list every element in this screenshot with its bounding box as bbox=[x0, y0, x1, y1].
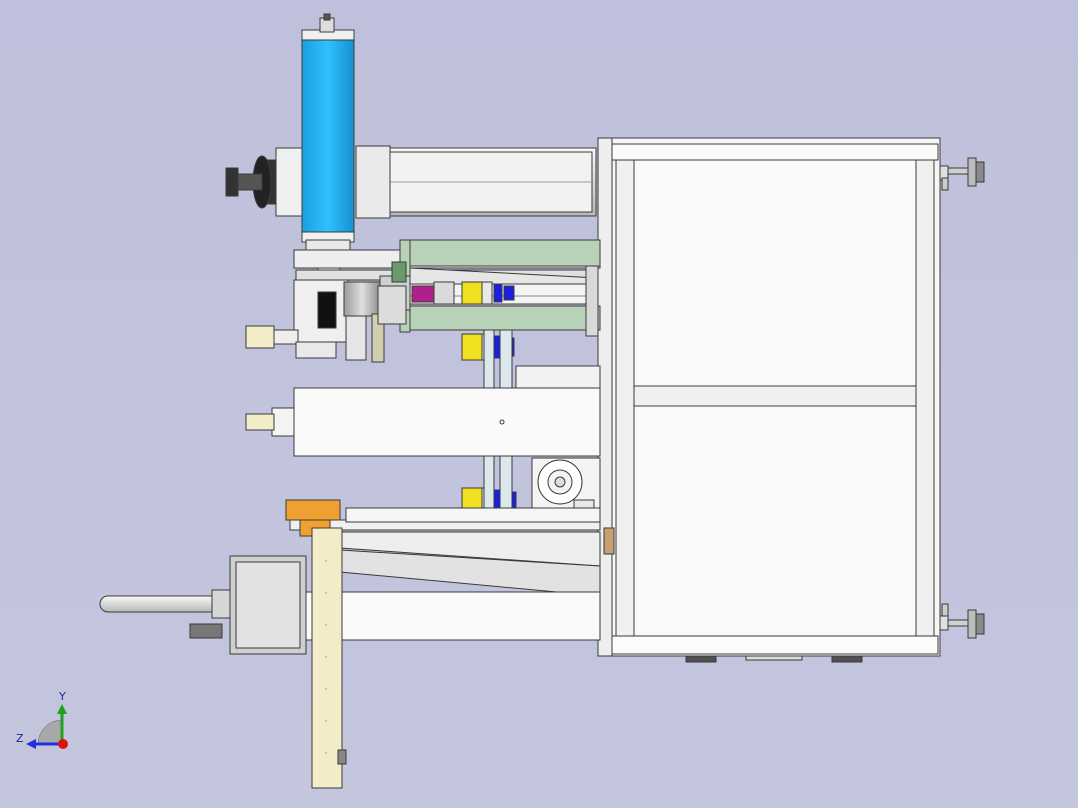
orange-block bbox=[285, 499, 341, 521]
roller-set-upper bbox=[461, 281, 515, 305]
triad-z-label: Z bbox=[16, 732, 24, 745]
leveling-foot-top bbox=[939, 157, 985, 191]
cabinet-panel-upper bbox=[633, 159, 917, 387]
blue-cylinder bbox=[301, 29, 355, 241]
top-arm-assembly bbox=[225, 13, 597, 277]
long-rod bbox=[99, 555, 307, 655]
lower-arm-assembly bbox=[285, 499, 615, 641]
cabinet-frame bbox=[597, 137, 941, 663]
coordinate-triad-icon: Y Z bbox=[16, 690, 68, 749]
center-roller-block bbox=[245, 365, 601, 457]
magenta-block bbox=[411, 285, 435, 303]
vertical-ivory-rail bbox=[311, 527, 347, 789]
cabinet-panel-lower bbox=[633, 405, 917, 637]
leveling-foot-bottom bbox=[939, 603, 985, 639]
triad-y-label: Y bbox=[58, 690, 66, 703]
motor-clamp-assembly bbox=[245, 279, 407, 363]
